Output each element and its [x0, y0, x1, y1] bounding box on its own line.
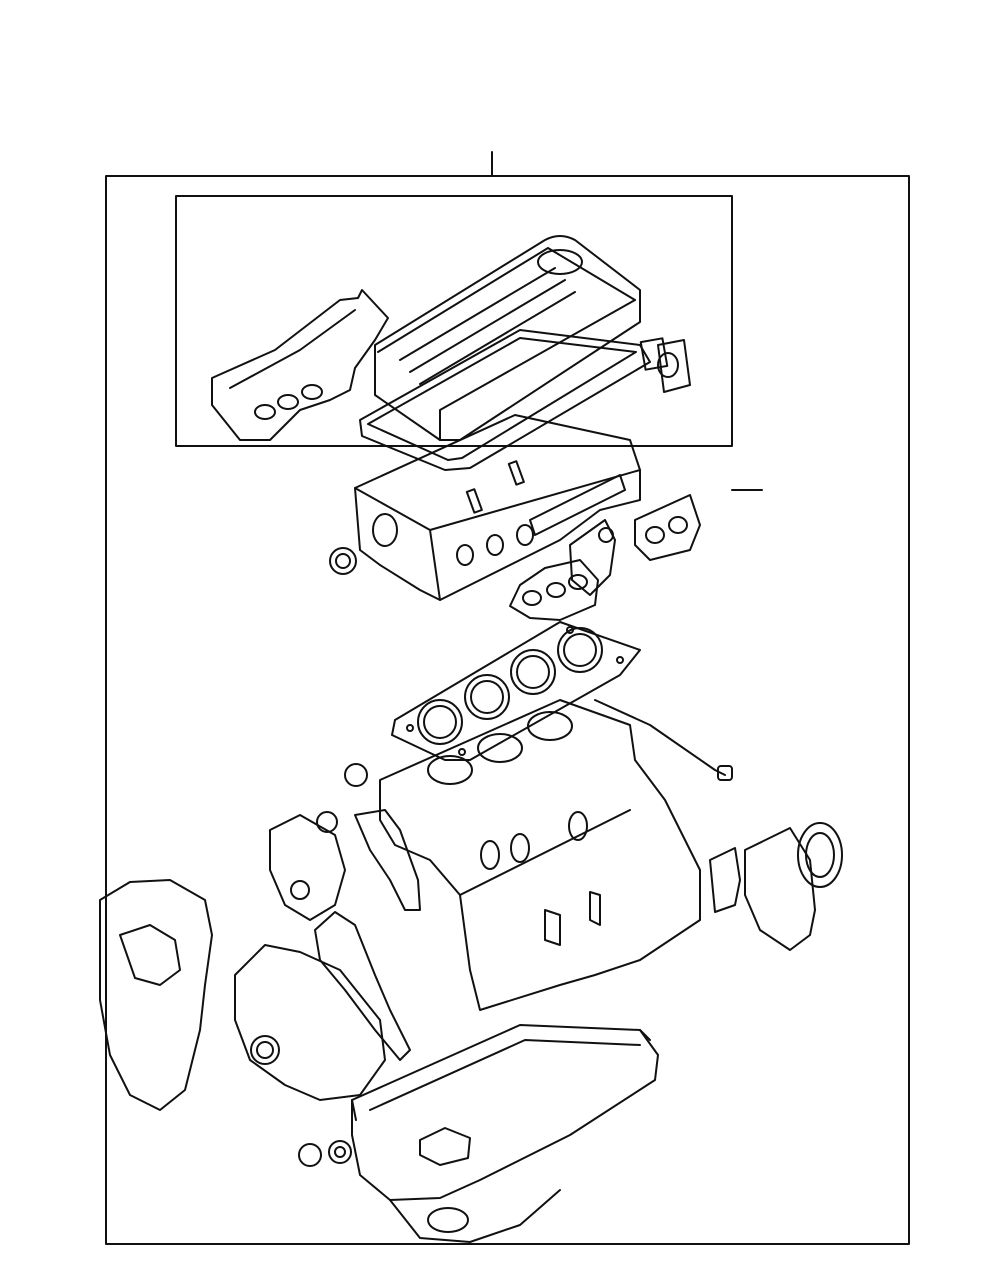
inner-kit-frame-outline: [176, 196, 732, 446]
drain-plug-washer: [329, 1141, 351, 1163]
water-pump-gasket: [355, 810, 420, 910]
outer-kit-frame: [106, 176, 909, 1244]
thermostat-gasket: [658, 340, 690, 392]
exhaust-manifold-gasket: [635, 495, 700, 560]
valve-cover-gasket: [360, 330, 650, 470]
spark-plug-tube-2: [509, 461, 524, 484]
oil-pan-gasket: [352, 1030, 650, 1120]
valve-cover-gasket-inner: [368, 338, 636, 460]
cylinder-block: [345, 700, 700, 1010]
head-gasket: [392, 622, 640, 760]
spark-plug-tube-1: [467, 489, 482, 512]
water-outlet-gasket: [641, 338, 668, 369]
camshaft-seal: [330, 548, 356, 574]
water-pump: [270, 812, 345, 920]
drain-plug-seal: [299, 1144, 321, 1166]
rear-seal-retainer: [745, 823, 842, 950]
dipstick-tube: [595, 700, 725, 775]
intake-manifold-gasket: [510, 560, 598, 620]
fuel-pump: [570, 520, 615, 595]
timing-belt-cover: [100, 880, 212, 1110]
rear-retainer-gasket: [710, 848, 740, 912]
dipstick-grommet: [718, 766, 732, 780]
cylinder-head: [355, 415, 640, 600]
timing-cover-gasket: [315, 912, 410, 1060]
manifold-heat-shield: [212, 290, 388, 440]
oil-pump-case: [235, 945, 385, 1100]
